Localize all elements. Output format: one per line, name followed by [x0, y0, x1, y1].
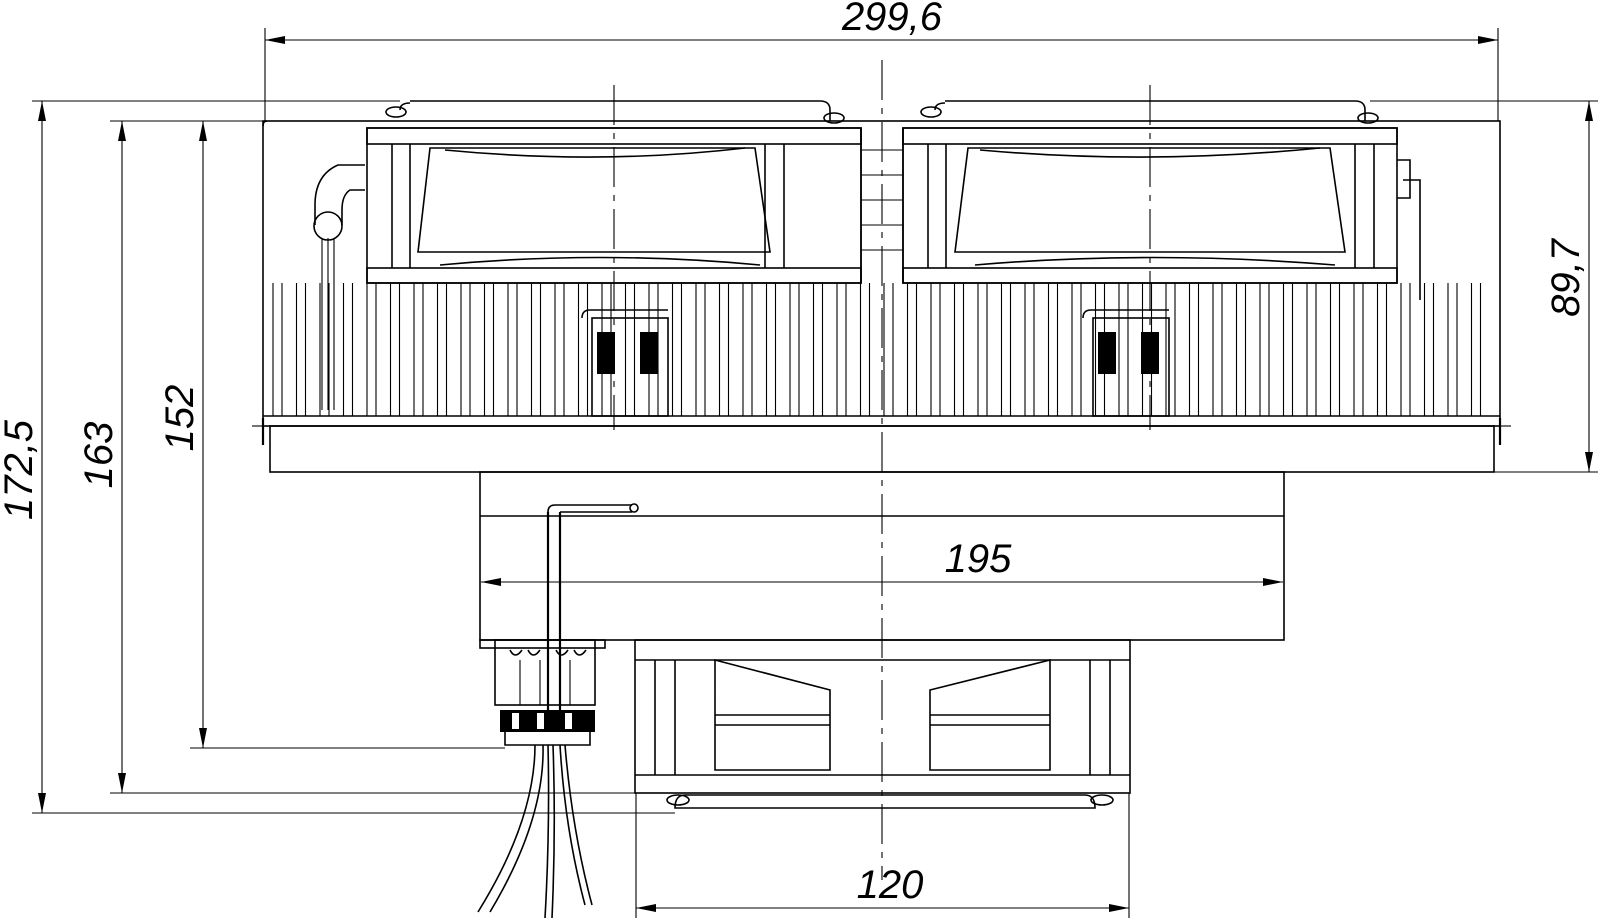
dim-height-152-label: 152 [158, 385, 202, 452]
heatsink-fin [695, 283, 706, 416]
heatsink-fin [366, 283, 377, 416]
heatsink-fin [319, 283, 330, 416]
right-clip [1397, 159, 1421, 300]
heatsink-fin [1165, 283, 1176, 416]
dim-overall-height: 172,5 [0, 101, 46, 813]
dim-upper-height-label: 89,7 [1544, 237, 1588, 317]
heatsink-fin [460, 283, 471, 416]
heatsink-fin [906, 283, 918, 416]
heatsink-fin [1400, 283, 1411, 416]
dim-bottom-width: 120 [635, 793, 1130, 918]
heatsink-fin [671, 283, 683, 416]
heatsink-fin [1071, 283, 1082, 416]
heatsink-fin [342, 283, 354, 416]
heatsink-fin [413, 283, 424, 416]
heatsink-fin [1047, 283, 1059, 416]
heatsink-fin [1329, 283, 1341, 416]
dim-overall-height-label: 172,5 [0, 419, 41, 520]
heatsink-fin [930, 283, 941, 416]
heatsink-fin [953, 283, 965, 416]
heatsink-fin [389, 283, 401, 416]
upper-left-fan [366, 100, 862, 417]
heatsink-fin [1353, 283, 1364, 416]
cable-elbow [313, 164, 365, 410]
heatsink-fin [530, 283, 542, 416]
heatsink-fin [624, 283, 636, 416]
heatsink-fin [765, 283, 777, 416]
heatsink-fin [789, 283, 800, 416]
heatsink-fin [718, 283, 730, 416]
heatsink-fin [1423, 283, 1435, 416]
heatsink-fin [577, 283, 589, 416]
heatsink-fin [883, 283, 894, 416]
cable-gland [477, 639, 606, 919]
upper-housing [252, 120, 1511, 473]
height-extension-lines [32, 100, 675, 814]
heatsink-fin [977, 283, 988, 416]
heatsink-fin [1282, 283, 1294, 416]
heatsink-fin [1024, 283, 1035, 416]
dim-height-152: 152 [158, 121, 207, 748]
heatsink-fin [272, 283, 283, 416]
heatsink-fin [1188, 283, 1200, 416]
dim-upper-height: 89,7 [1370, 100, 1598, 473]
heatsink-fin [742, 283, 753, 416]
heatsink-fin [1000, 283, 1012, 416]
heatsink-fin [1118, 283, 1129, 416]
heatsink-fin [483, 283, 495, 416]
heatsink-fin [507, 283, 518, 416]
heatsink-fin [1235, 283, 1247, 416]
dim-bottom-width-label: 120 [857, 863, 924, 907]
dim-overall-width-label: 299,6 [841, 0, 943, 39]
heatsink-fin [554, 283, 565, 416]
heatsink-fin [436, 283, 448, 416]
dim-overall-width: 299,6 [264, 0, 1499, 121]
heatsink-fin [1259, 283, 1270, 416]
dim-height-163: 163 [77, 121, 126, 793]
heatsink-fin [859, 283, 871, 416]
heatsink-fin [1376, 283, 1388, 416]
dim-middle-width: 195 [481, 537, 1283, 586]
heatsink-fin [1306, 283, 1317, 416]
heatsink-fin [836, 283, 847, 416]
heatsink-fin [812, 283, 824, 416]
heatsink-fin [1212, 283, 1223, 416]
dim-height-163-label: 163 [77, 422, 121, 489]
heatsink-fin [1447, 283, 1458, 416]
heatsink-fin [1470, 283, 1482, 416]
heatsink-fins [272, 283, 1482, 416]
heatsink-fin [295, 283, 307, 416]
center-lines [613, 60, 1151, 880]
bottom-fan [634, 639, 1131, 809]
dim-middle-width-label: 195 [945, 537, 1012, 581]
